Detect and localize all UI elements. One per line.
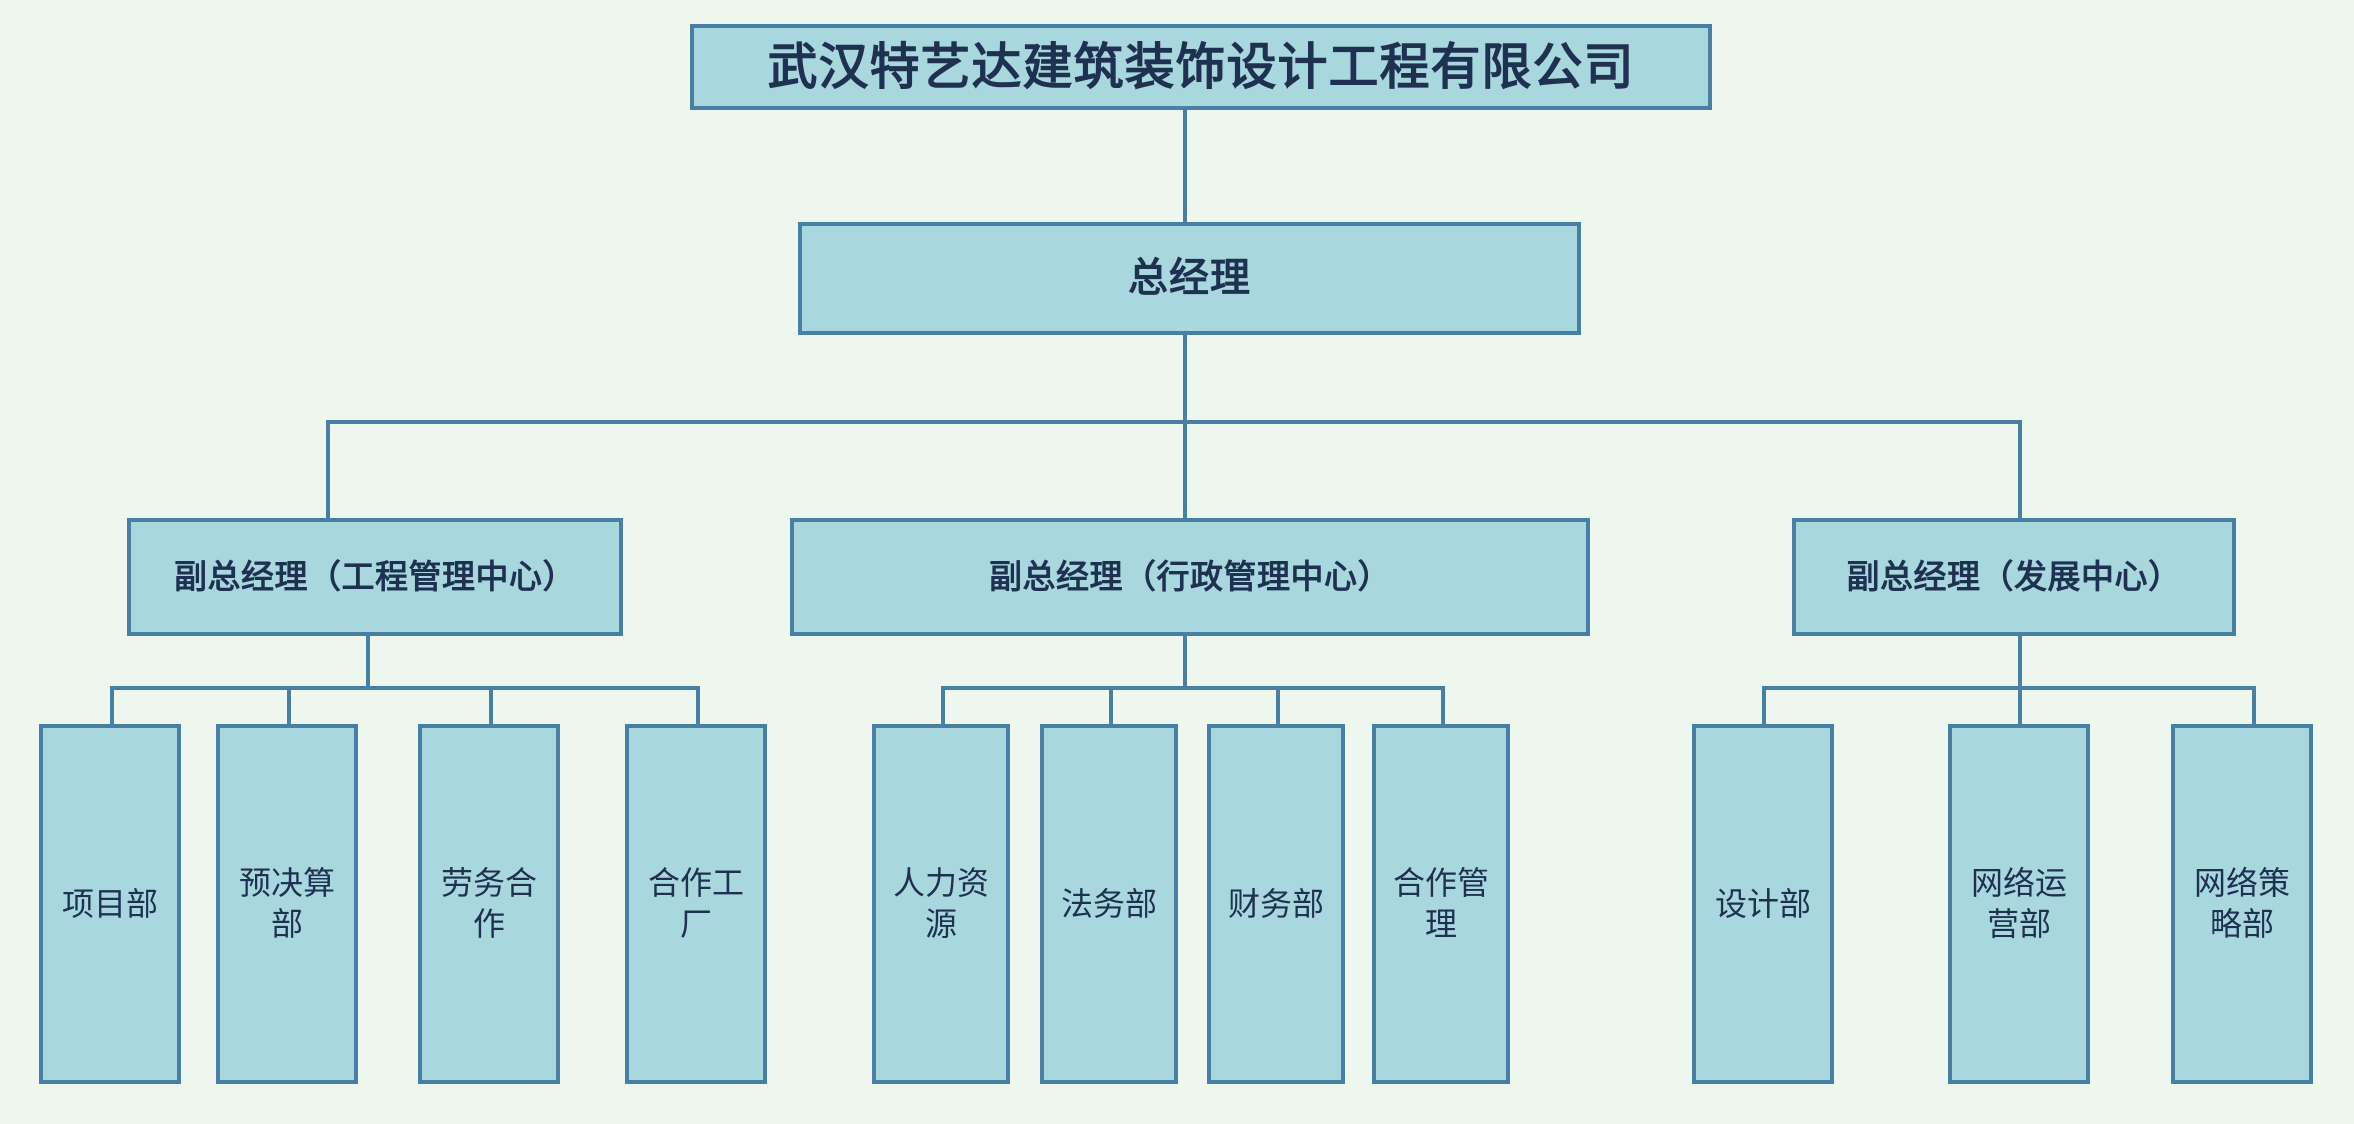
node-dept-net-ops-label: 网络运营部 <box>1970 865 2067 942</box>
node-dept-budget-label: 预决算部 <box>238 865 335 942</box>
node-dept-legal[interactable]: 法务部 <box>1040 724 1178 1084</box>
node-dept-design-label: 设计部 <box>1714 885 1811 922</box>
node-dept-hr[interactable]: 人力资源 <box>872 724 1010 1084</box>
connector-group-development-bus <box>1762 686 2256 690</box>
connector-drop-dept-factory <box>696 686 700 724</box>
node-general-manager[interactable]: 总经理 <box>798 222 1581 335</box>
connector-bus-to-vp-engineering <box>326 420 330 520</box>
node-dept-labor[interactable]: 劳务合作 <box>418 724 560 1084</box>
connector-group-administration-bus <box>941 686 1445 690</box>
connector-drop-dept-design <box>1762 686 1766 724</box>
connector-drop-dept-project <box>110 686 114 724</box>
node-dept-net-strategy-label: 网络策略部 <box>2193 865 2290 942</box>
connector-drop-dept-hr <box>941 686 945 724</box>
connector-company-to-gm <box>1183 108 1187 222</box>
node-dept-net-strategy[interactable]: 网络策略部 <box>2171 724 2313 1084</box>
connector-drop-dept-legal <box>1109 686 1113 724</box>
node-vp-development-label: 副总经理（发展中心） <box>1846 557 2182 595</box>
node-vp-engineering[interactable]: 副总经理（工程管理中心） <box>127 518 623 636</box>
connector-vp-development-stem <box>2018 634 2022 690</box>
node-dept-finance[interactable]: 财务部 <box>1207 724 1345 1084</box>
node-vp-administration-label: 副总经理（行政管理中心） <box>989 557 1391 595</box>
node-vp-engineering-label: 副总经理（工程管理中心） <box>174 557 576 595</box>
node-dept-coop-mgmt-label: 合作管理 <box>1392 865 1489 942</box>
connector-vp-bus <box>326 420 2022 424</box>
node-dept-design[interactable]: 设计部 <box>1692 724 1834 1084</box>
connector-bus-to-vp-administration <box>1183 420 1187 520</box>
connector-drop-dept-net-strategy <box>2252 686 2256 724</box>
node-dept-hr-label: 人力资源 <box>892 865 989 942</box>
node-dept-coop-mgmt[interactable]: 合作管理 <box>1372 724 1510 1084</box>
node-dept-budget[interactable]: 预决算部 <box>216 724 358 1084</box>
connector-group-engineering-bus <box>110 686 700 690</box>
connector-drop-dept-coop-mgmt <box>1441 686 1445 724</box>
node-dept-legal-label: 法务部 <box>1060 885 1157 922</box>
node-dept-labor-label: 劳务合作 <box>440 865 537 942</box>
connector-drop-dept-budget <box>287 686 291 724</box>
node-general-manager-label: 总经理 <box>1128 255 1251 300</box>
connector-drop-dept-finance <box>1276 686 1280 724</box>
node-dept-factory[interactable]: 合作工厂 <box>625 724 767 1084</box>
connector-drop-dept-net-ops <box>2018 686 2022 724</box>
connector-vp-administration-stem <box>1183 634 1187 690</box>
node-dept-project-label: 项目部 <box>61 885 158 922</box>
node-company-label: 武汉特艺达建筑装饰设计工程有限公司 <box>767 39 1635 95</box>
connector-drop-dept-labor <box>489 686 493 724</box>
connector-bus-to-vp-development <box>2018 420 2022 520</box>
connector-gm-stem <box>1183 335 1187 422</box>
connector-vp-engineering-stem <box>366 634 370 690</box>
node-vp-administration[interactable]: 副总经理（行政管理中心） <box>790 518 1590 636</box>
node-dept-finance-label: 财务部 <box>1227 885 1324 922</box>
node-dept-project[interactable]: 项目部 <box>39 724 181 1084</box>
node-vp-development[interactable]: 副总经理（发展中心） <box>1792 518 2236 636</box>
node-company[interactable]: 武汉特艺达建筑装饰设计工程有限公司 <box>690 24 1712 110</box>
node-dept-factory-label: 合作工厂 <box>647 865 744 942</box>
node-dept-net-ops[interactable]: 网络运营部 <box>1948 724 2090 1084</box>
